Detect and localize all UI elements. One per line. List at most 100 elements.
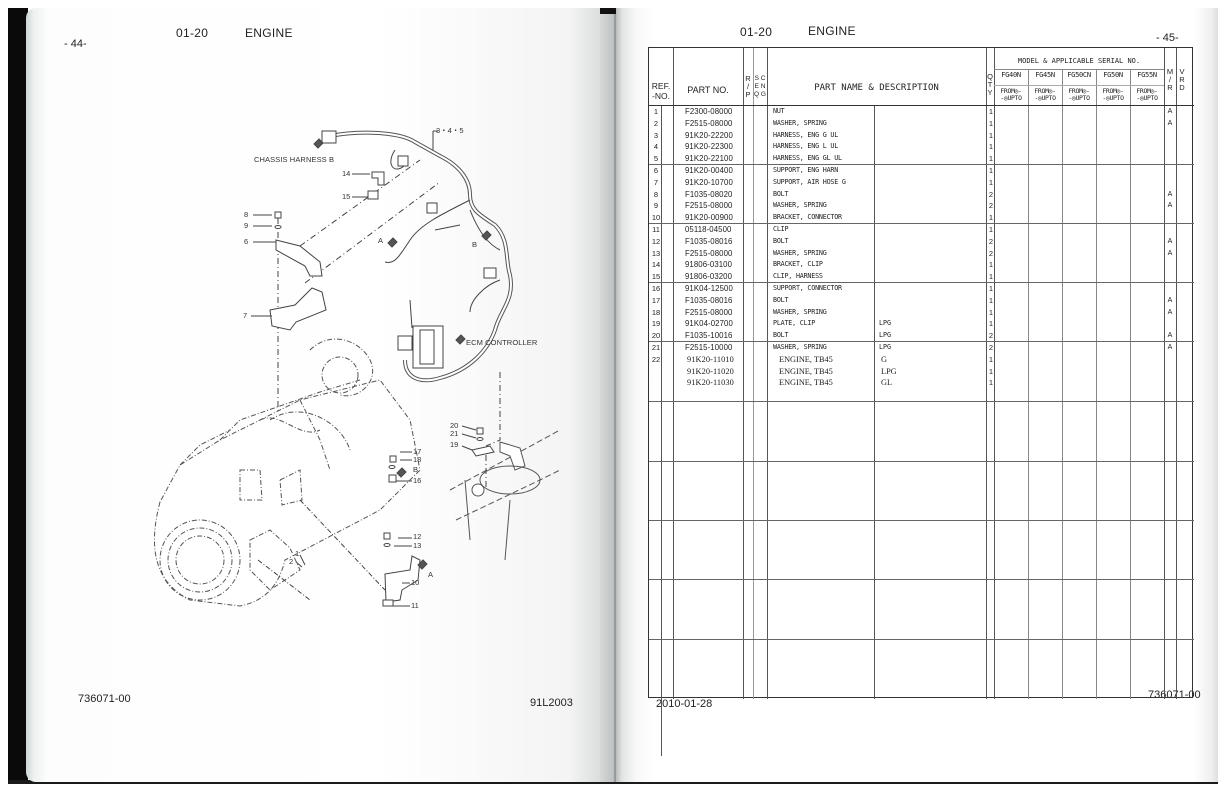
- description-cell: LPG: [879, 343, 892, 351]
- col-divider: [1062, 69, 1063, 699]
- header-mr-slash: /: [1168, 75, 1172, 84]
- description-cell: GL: [881, 378, 893, 388]
- part-name-cell: ENGINE, TB45: [779, 366, 833, 376]
- qty-cell: 1: [988, 177, 994, 187]
- description-cell: G: [881, 354, 887, 364]
- header-vrd-v: V: [1179, 67, 1185, 76]
- header-vrd-r: R: [1179, 75, 1185, 84]
- ref-no-cell: 18: [651, 307, 661, 317]
- callout-10: 10: [411, 578, 420, 587]
- ref-no-cell: 12: [651, 236, 661, 246]
- row-group-divider: [649, 579, 1194, 580]
- header-qty-q: Q: [987, 72, 993, 81]
- part-no-cell: F1035-10016: [685, 331, 733, 341]
- scan-shadow-bottom: [8, 780, 1218, 784]
- scan-margin: [0, 0, 10, 792]
- part-name-cell: ENGINE, TB45: [779, 378, 833, 388]
- part-name-cell: BOLT: [773, 236, 789, 245]
- left-footer-doc-code: 736071-00: [78, 693, 131, 705]
- mr-cell: A: [1167, 296, 1173, 304]
- ref-no-cell: 10: [651, 213, 661, 223]
- part-name-cell: BOLT: [773, 189, 789, 198]
- ref-no-cell: 14: [651, 260, 661, 270]
- ref-no-cell: 19: [651, 319, 661, 329]
- part-no-cell: F1035-08020: [685, 189, 733, 199]
- ref-no-cell: 17: [651, 295, 661, 305]
- header-rp-slash: /: [746, 82, 750, 91]
- qty-cell: 1: [988, 142, 994, 152]
- part-name-cell: HARNESS, ENG G UL: [773, 130, 839, 139]
- header-model-fg50cn: FG50CN: [1067, 71, 1091, 79]
- part-name-cell: WASHER, SPRING: [773, 343, 827, 351]
- col-divider: [673, 48, 674, 699]
- qty-cell: 1: [988, 107, 994, 116]
- callout-7: 7: [243, 311, 248, 320]
- scan-shadow-top: [600, 8, 630, 14]
- part-name-cell: HARNESS, ENG GL UL: [773, 154, 842, 163]
- callout-21: 21: [450, 429, 459, 438]
- ref-no-cell: 21: [651, 343, 661, 352]
- header-qty-t: T: [987, 80, 993, 89]
- chassis-harness-label: CHASSIS HARNESS B: [254, 155, 335, 164]
- ref-no-cell: 8: [653, 189, 659, 199]
- part-no-cell: F1035-08016: [685, 295, 733, 305]
- right-page: [616, 8, 1218, 782]
- part-name-cell: WASHER, SPRING: [773, 248, 827, 257]
- header-qty-y: Y: [987, 88, 993, 97]
- qty-cell: 1: [988, 295, 994, 305]
- qty-cell: 1: [988, 378, 994, 388]
- row-group-divider: [649, 223, 1194, 224]
- part-name-cell: HARNESS, ENG L UL: [773, 142, 839, 151]
- ref-no-cell: 20: [651, 331, 661, 341]
- row-group-divider: [649, 639, 1194, 640]
- callout-8: 8: [244, 210, 249, 219]
- ref-no-cell: 3: [653, 130, 659, 140]
- row-group-divider: [649, 341, 1194, 342]
- ref-no-cell: 11: [652, 225, 660, 234]
- mr-cell: A: [1167, 237, 1173, 245]
- part-no-cell: F2515-10000: [685, 343, 733, 352]
- scan-shadow-left: [8, 8, 28, 784]
- ecm-controller-label: ECM CONTROLLER: [466, 338, 538, 347]
- part-name-cell: WASHER, SPRING: [773, 201, 827, 210]
- header-model-fg50n: FG50N: [1103, 71, 1123, 79]
- callout-16: 16: [413, 476, 422, 485]
- marker-b-top: B: [472, 240, 478, 249]
- part-no-cell: 91K20-10700: [685, 177, 733, 187]
- parts-list-table: REF. -NO. PART NO. R / P S C E N Q G PAR…: [648, 47, 1194, 756]
- left-page: [26, 8, 616, 782]
- qty-cell: 1: [988, 366, 994, 376]
- header-mr-r: R: [1167, 83, 1173, 92]
- header-rp: R / P: [743, 75, 753, 99]
- col-divider: [743, 48, 744, 699]
- qty-cell: 1: [988, 213, 994, 223]
- marker-b-bottom: B: [413, 465, 419, 474]
- right-page-number: - 45-: [1156, 32, 1179, 44]
- col-divider: [994, 48, 995, 699]
- part-name-cell: SUPPORT, AIR HOSE G: [773, 177, 846, 186]
- part-name-cell: SUPPORT, ENG HARN: [773, 166, 839, 174]
- right-footer-doc-code: 736071-00: [1148, 689, 1201, 701]
- part-name-cell: NUT: [773, 107, 785, 115]
- serial-upto: -◎UPTO: [1000, 94, 1022, 102]
- header-ref-no: REF. -NO.: [649, 81, 673, 101]
- qty-cell: 1: [988, 354, 994, 364]
- callout-13: 13: [413, 541, 422, 550]
- ref-no-cell: 2: [653, 118, 659, 128]
- header-vrd: V R D: [1176, 68, 1188, 92]
- qty-cell: 2: [988, 189, 994, 199]
- part-no-cell: F2515-08000: [685, 248, 733, 258]
- part-name-cell: BRACKET, CONNECTOR: [773, 213, 842, 222]
- left-section-code: 01-20: [176, 26, 209, 40]
- header-sc-line3: Q G: [754, 91, 766, 98]
- qty-cell: 2: [988, 331, 994, 341]
- qty-cell: 1: [988, 130, 994, 140]
